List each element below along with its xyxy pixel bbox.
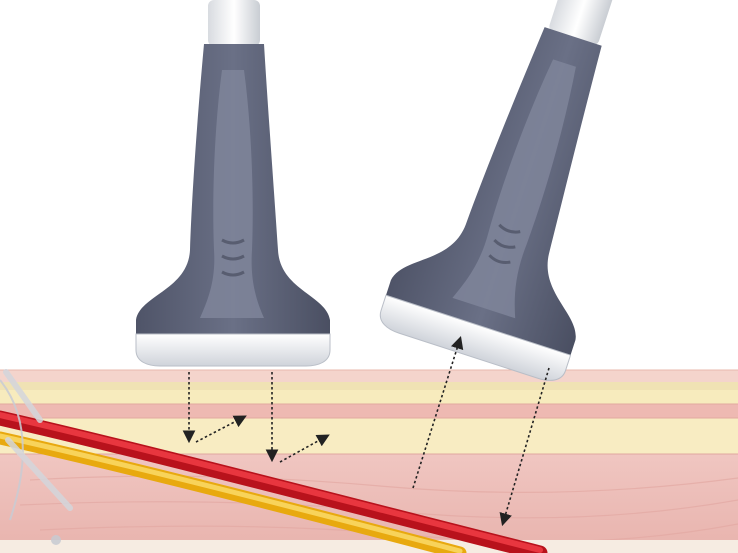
fat-layer-top bbox=[0, 390, 738, 404]
dermis-layer bbox=[0, 382, 738, 390]
skin-layer bbox=[0, 370, 738, 382]
fascia-layer bbox=[0, 404, 738, 418]
deep-fascia bbox=[0, 540, 738, 553]
probe-angled bbox=[376, 0, 688, 386]
probe-face bbox=[136, 334, 330, 366]
probe-cable bbox=[208, 0, 260, 46]
probe-perpendicular bbox=[136, 0, 330, 366]
